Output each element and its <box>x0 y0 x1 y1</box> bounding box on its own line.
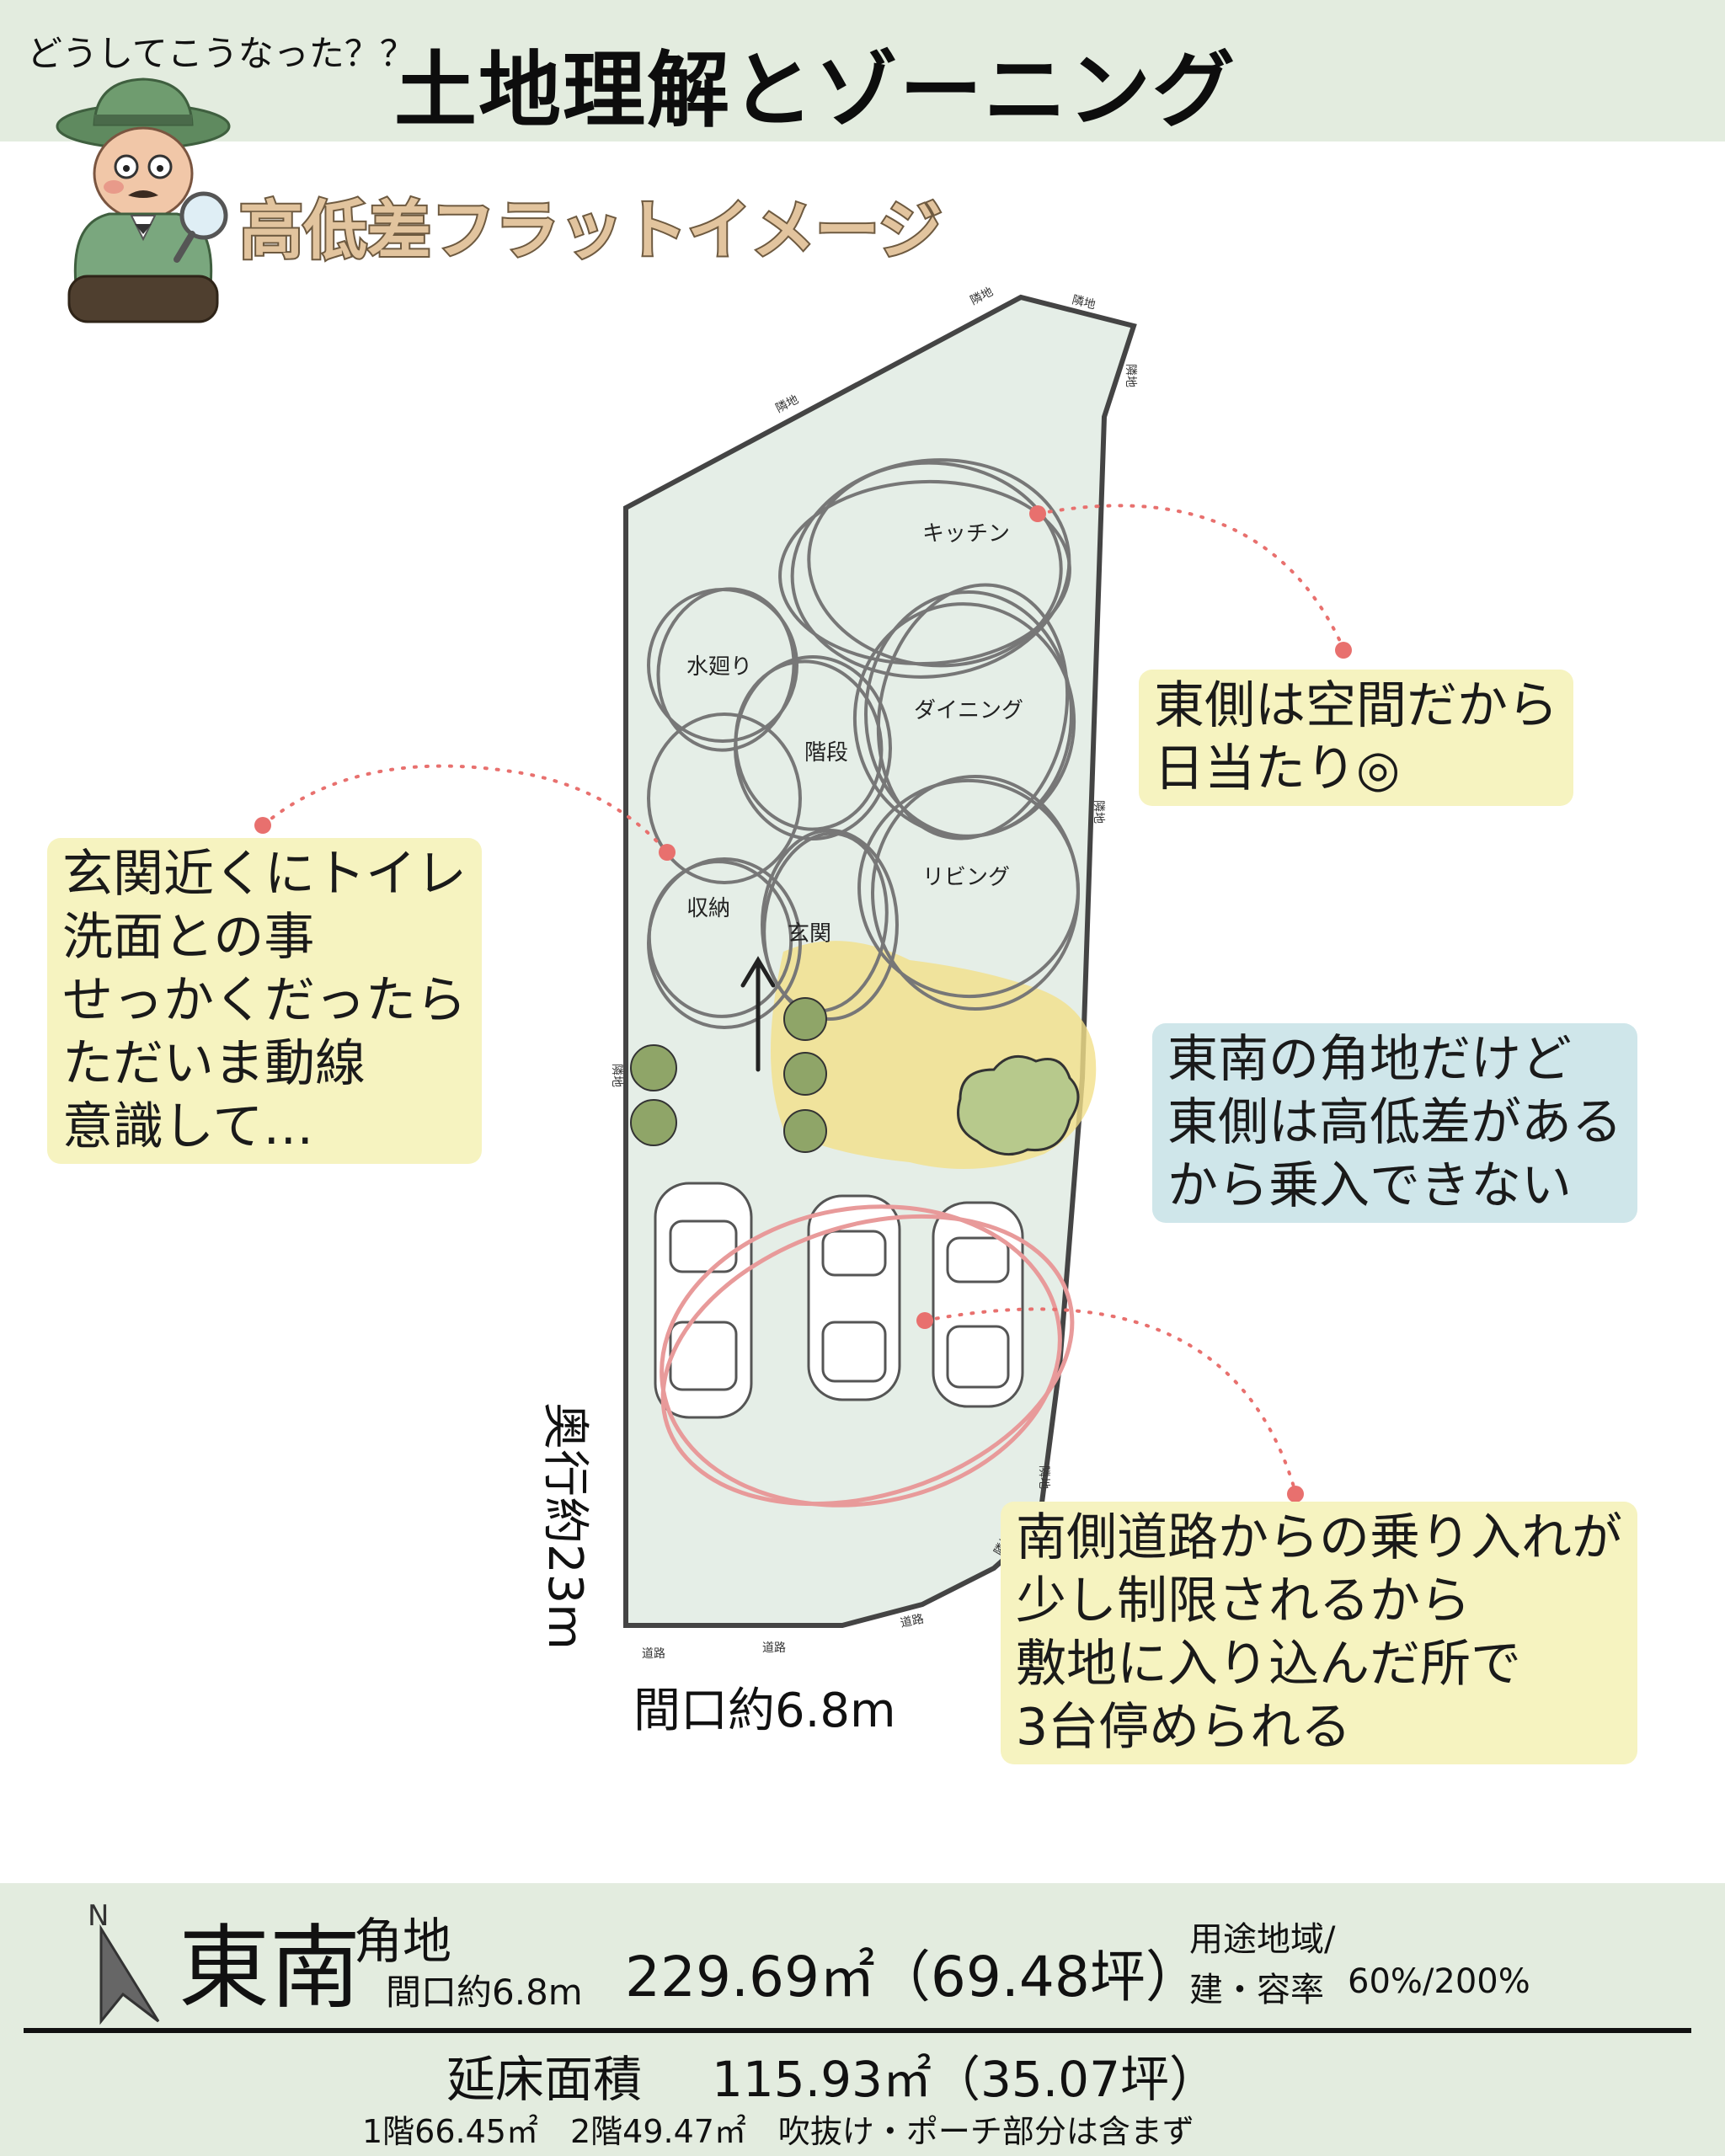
room-label-kitchen: キッチン <box>922 521 1010 547</box>
boundary-label-road-b: 道路 <box>762 1641 786 1655</box>
room-label-water: 水廻り <box>686 654 752 680</box>
room-label-dining: ダイニング <box>914 698 1023 723</box>
section-subtitle: 高低差フラットイメージ <box>238 191 943 270</box>
car-3 <box>932 1201 1024 1408</box>
footer-land-area: 229.69㎡（69.48坪） <box>625 1945 1201 2009</box>
footer-orientation-suffix: 角地 <box>354 1913 452 1970</box>
boundary-label-road-a: 道路 <box>642 1647 665 1661</box>
room-label-living: リビング <box>922 865 1010 890</box>
footer-floor-breakdown: 1階66.45㎡ 2階49.47㎡ 吹抜け・ポーチ部分は含まず <box>362 2113 1194 2150</box>
north-arrow-icon: N <box>88 1899 160 2025</box>
svg-text:N: N <box>88 1899 109 1933</box>
callout-connectors <box>261 504 1345 1494</box>
footer-ratio-label: 建・容率 <box>1189 1971 1324 2009</box>
note-east-sun: 東側は空間だから 日当たり◎ <box>1139 670 1573 806</box>
room-label-entrance: 玄関 <box>788 921 831 947</box>
boundary-label-west: 隣地 <box>610 1064 623 1087</box>
boundary-label-north-b: 隣地 <box>1071 293 1097 312</box>
detective-mascot-illustration <box>56 77 231 323</box>
note-corner-lot: 東南の角地だけど 東側は高低差がある から乗入できない <box>1152 1023 1637 1223</box>
header-band <box>0 0 1725 141</box>
boundary-label-north-west: 隣地 <box>774 393 801 416</box>
frontage-label: 間口約6.8m <box>633 1684 896 1738</box>
room-label-storage: 収納 <box>686 896 730 921</box>
footer-orientation: 東南 <box>179 1916 361 2021</box>
footer-zoning-label: 用途地域/ <box>1189 1920 1336 1959</box>
footer-floor-area-label: 延床面積 <box>446 2051 643 2108</box>
entrance-arrow-icon <box>740 956 776 1072</box>
boundary-label-east-low: 隣地 <box>1037 1465 1050 1489</box>
header-tagline: どうしてこうなった？？ <box>27 33 415 74</box>
tree-icon <box>957 1054 1080 1156</box>
boundary-label-road-c: 道路 <box>900 1612 926 1630</box>
footer-frontage: 間口約6.8m <box>386 1972 583 2013</box>
footer-divider <box>24 2028 1691 2033</box>
parking-circle <box>660 1204 1075 1508</box>
footer-ratio-value: 60%/200% <box>1348 1962 1530 2001</box>
boundary-label-east-mid: 隣地 <box>1092 800 1105 824</box>
car-1 <box>654 1182 753 1419</box>
parked-cars <box>654 1182 1024 1419</box>
depth-label: 奥行約23m <box>537 1402 592 1650</box>
car-2 <box>807 1194 901 1401</box>
boundary-label-east-top: 隣地 <box>1124 364 1137 387</box>
room-labels: キッチン 水廻り 階段 ダイニング リビング 収納 玄関 <box>686 521 1023 947</box>
callout-dots <box>254 505 1352 1502</box>
note-parking: 南側道路からの乗り入れが 少し制限されるから 敷地に入り込んだ所で 3台停められ… <box>1001 1502 1637 1764</box>
footer-band <box>0 1883 1725 2156</box>
boundary-label-north-a: 隣地 <box>969 286 996 308</box>
note-entrance-toilet: 玄関近くにトイレ 洗面との事 せっかくだったら ただいま動線 意識して… <box>47 838 482 1164</box>
shrubs <box>630 997 827 1153</box>
footer-floor-area-value: 115.93㎡（35.07坪） <box>712 2051 1218 2108</box>
room-label-stairs: 階段 <box>804 740 848 766</box>
page-title: 土地理解とゾーニング <box>394 43 1237 139</box>
